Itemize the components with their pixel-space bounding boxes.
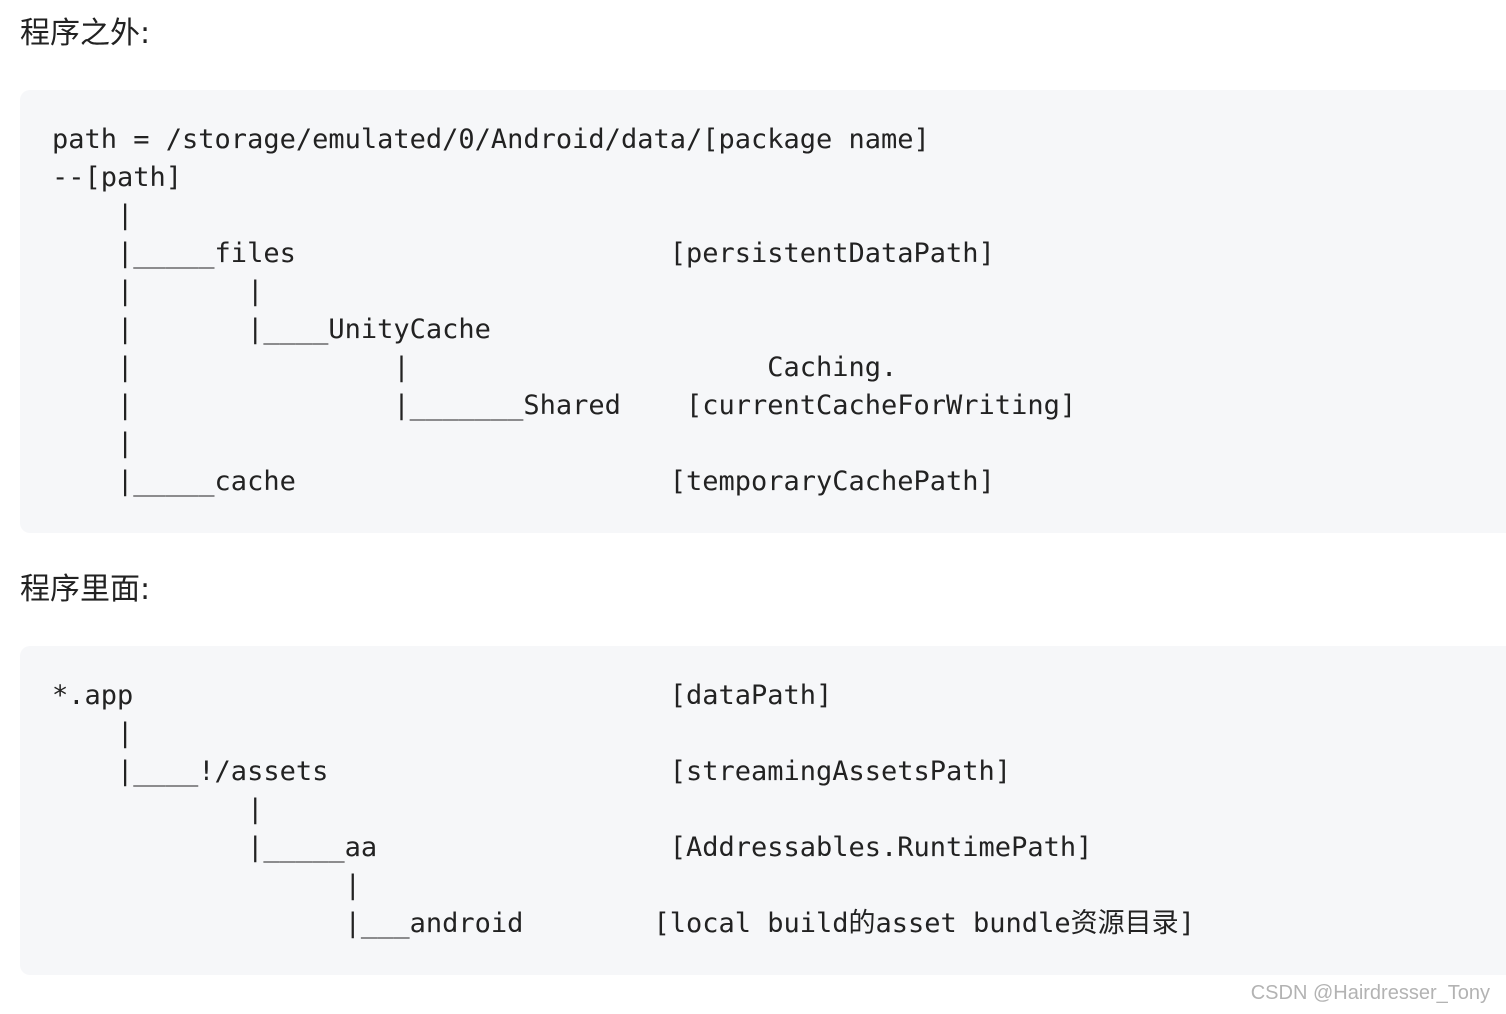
code-text-inside: *.app [dataPath] | |____!/assets [stream… bbox=[52, 680, 1195, 939]
code-block-outside: path = /storage/emulated/0/Android/data/… bbox=[20, 90, 1506, 533]
section-heading-outside: 程序之外: bbox=[20, 16, 151, 51]
code-block-inside: *.app [dataPath] | |____!/assets [stream… bbox=[20, 646, 1506, 975]
section-heading-inside: 程序里面: bbox=[20, 572, 151, 607]
watermark: CSDN @Hairdresser_Tony bbox=[1250, 982, 1490, 1004]
code-text-outside: path = /storage/emulated/0/Android/data/… bbox=[52, 124, 1077, 497]
